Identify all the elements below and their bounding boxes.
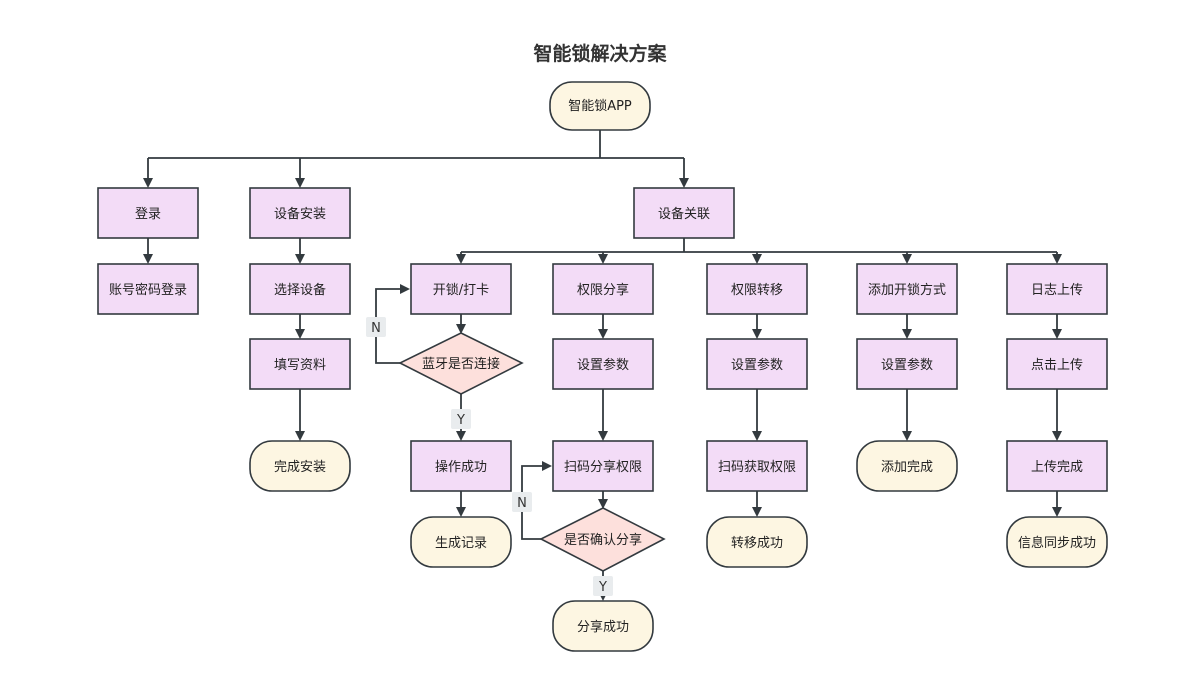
node-perm-transfer: 权限转移 — [706, 263, 808, 315]
node-label: 设备关联 — [658, 206, 710, 222]
node-label: 设备安装 — [274, 206, 326, 222]
decision-label: 蓝牙是否连接 — [422, 356, 500, 372]
node-label: 扫码获取权限 — [718, 459, 796, 475]
node-add-done: 添加完成 — [856, 440, 958, 492]
node-share-success: 分享成功 — [552, 600, 654, 652]
node-device-link: 设备关联 — [633, 187, 735, 239]
node-label: 填写资料 — [274, 358, 326, 373]
node-label: 分享成功 — [577, 619, 629, 635]
node-scan-share: 扫码分享权限 — [552, 440, 654, 492]
branch-labels: N Y N Y — [366, 317, 613, 596]
node-label: 权限分享 — [577, 282, 629, 298]
node-install-done: 完成安装 — [249, 440, 351, 492]
node-transfer-success: 转移成功 — [706, 516, 808, 568]
node-upload-done: 上传完成 — [1006, 440, 1108, 492]
node-label: 信息同步成功 — [1018, 535, 1096, 551]
node-label: 添加开锁方式 — [868, 282, 946, 298]
node-label: 点击上传 — [1031, 358, 1083, 373]
decision-bluetooth-connected: 蓝牙是否连接 — [398, 332, 524, 395]
node-app: 智能锁APP — [549, 81, 651, 131]
node-label: 完成安装 — [274, 460, 326, 475]
branch-label-yes: Y — [598, 580, 607, 595]
node-label: 登录 — [135, 207, 161, 222]
node-label: 账号密码登录 — [109, 282, 187, 298]
node-login: 登录 — [97, 187, 199, 239]
node-set-param: 设置参数 — [706, 338, 808, 390]
diagram-title: 智能锁解决方案 — [533, 42, 667, 65]
node-set-param: 设置参数 — [856, 338, 958, 390]
node-label: 添加完成 — [881, 460, 933, 475]
node-click-upload: 点击上传 — [1006, 338, 1108, 390]
node-gen-record: 生成记录 — [410, 516, 512, 568]
node-label: 智能锁APP — [568, 98, 632, 114]
node-label: 扫码分享权限 — [564, 459, 642, 475]
node-label: 转移成功 — [731, 536, 783, 551]
node-label: 选择设备 — [274, 282, 326, 298]
node-add-method: 添加开锁方式 — [856, 263, 958, 315]
decision-label: 是否确认分享 — [564, 532, 642, 548]
node-set-param: 设置参数 — [552, 338, 654, 390]
node-label: 操作成功 — [435, 459, 487, 475]
node-unlock: 开锁/打卡 — [410, 263, 512, 315]
branch-label-no: N — [371, 321, 381, 336]
node-device-install: 设备安装 — [249, 187, 351, 239]
branch-label-yes: Y — [456, 413, 465, 428]
node-select-device: 选择设备 — [249, 263, 351, 315]
node-label: 上传完成 — [1031, 460, 1083, 475]
node-op-success: 操作成功 — [410, 440, 512, 492]
node-account-login: 账号密码登录 — [97, 263, 199, 315]
node-label: 设置参数 — [881, 357, 933, 373]
node-fill-info: 填写资料 — [249, 338, 351, 390]
node-label: 开锁/打卡 — [433, 282, 489, 298]
node-sync-success: 信息同步成功 — [1006, 516, 1108, 568]
node-label: 设置参数 — [731, 357, 783, 373]
node-log-upload: 日志上传 — [1006, 263, 1108, 315]
branch-label-no: N — [517, 496, 527, 511]
node-label: 设置参数 — [577, 357, 629, 373]
node-label: 生成记录 — [435, 536, 487, 551]
decision-confirm-share: 是否确认分享 — [539, 507, 666, 572]
node-label: 日志上传 — [1031, 283, 1083, 298]
node-label: 权限转移 — [731, 282, 783, 298]
node-scan-get: 扫码获取权限 — [706, 440, 808, 492]
node-perm-share: 权限分享 — [552, 263, 654, 315]
